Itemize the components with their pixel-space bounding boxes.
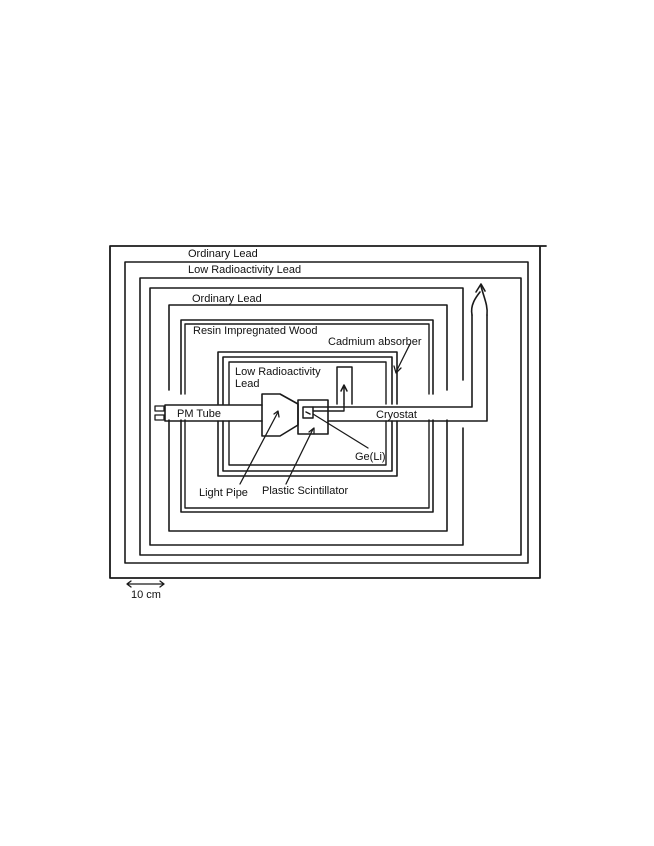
pm-tube-channel: [164, 404, 263, 422]
light-pipe-shape: [261, 393, 299, 437]
scale-bar: [126, 580, 165, 588]
cryostat-arrow-head: [475, 283, 486, 293]
label-cadmium: Cadmium absorber: [328, 336, 422, 348]
low-radioactivity-lead-shell: [139, 277, 522, 556]
plastic-scintillator-leader-line: [285, 428, 314, 485]
label-ordinary-lead-outer: Ordinary Lead: [188, 248, 258, 260]
pm-tube-connector-bottom: [154, 414, 165, 421]
label-ge-li: Ge(Li): [355, 451, 386, 463]
label-cryostat: Cryostat: [376, 409, 417, 421]
cadmium-absorber-wall-inner: [222, 356, 393, 472]
ge-li-dot: [305, 411, 311, 415]
ge-li-detector: [302, 406, 314, 419]
label-plastic-scintillator: Plastic Scintillator: [262, 485, 349, 497]
ordinary-lead-inner-shell: [168, 304, 448, 532]
cadmium-leader-line: [395, 343, 411, 373]
cryostat-top-curl: [470, 285, 488, 316]
label-low-radioactivity-lead-inner-2: Lead: [235, 378, 259, 390]
inner-low-radioactivity-lead-box: [228, 361, 387, 466]
label-resin-wood: Resin Impregnated Wood: [193, 325, 318, 337]
label-ordinary-lead-inner: Ordinary Lead: [192, 293, 262, 305]
resin-wood-shell-inner: [184, 323, 430, 509]
plastic-scintillator-box: [297, 399, 329, 435]
ge-li-leader-line: [312, 413, 369, 449]
label-scale: 10 cm: [131, 589, 161, 601]
pm-tube-connector-top: [154, 405, 165, 412]
ordinary-lead-outer-shell: [109, 245, 547, 579]
label-low-radioactivity-lead-outer: Low Radioactivity Lead: [188, 264, 301, 276]
ordinary-lead-outer-shell-inner: [124, 261, 529, 564]
cadmium-absorber-wall: [217, 351, 398, 477]
plastic-scintillator-arrowhead: [308, 427, 315, 435]
light-pipe-arrowhead: [273, 410, 280, 418]
ge-li-lead-line: [312, 403, 345, 412]
resin-wood-shell: [180, 319, 434, 513]
cadmium-arrowhead: [393, 365, 402, 374]
light-pipe-leader-line: [239, 411, 279, 485]
fill-pipe: [336, 366, 353, 405]
label-light-pipe: Light Pipe: [199, 487, 248, 499]
low-radioactivity-lead-shell-inner: [149, 287, 464, 546]
label-low-radioactivity-lead-inner-1: Low Radioactivity: [235, 366, 321, 378]
label-pm-tube: PM Tube: [177, 408, 221, 420]
cryostat-channel: [312, 314, 488, 422]
fill-pipe-arrow: [340, 384, 348, 405]
